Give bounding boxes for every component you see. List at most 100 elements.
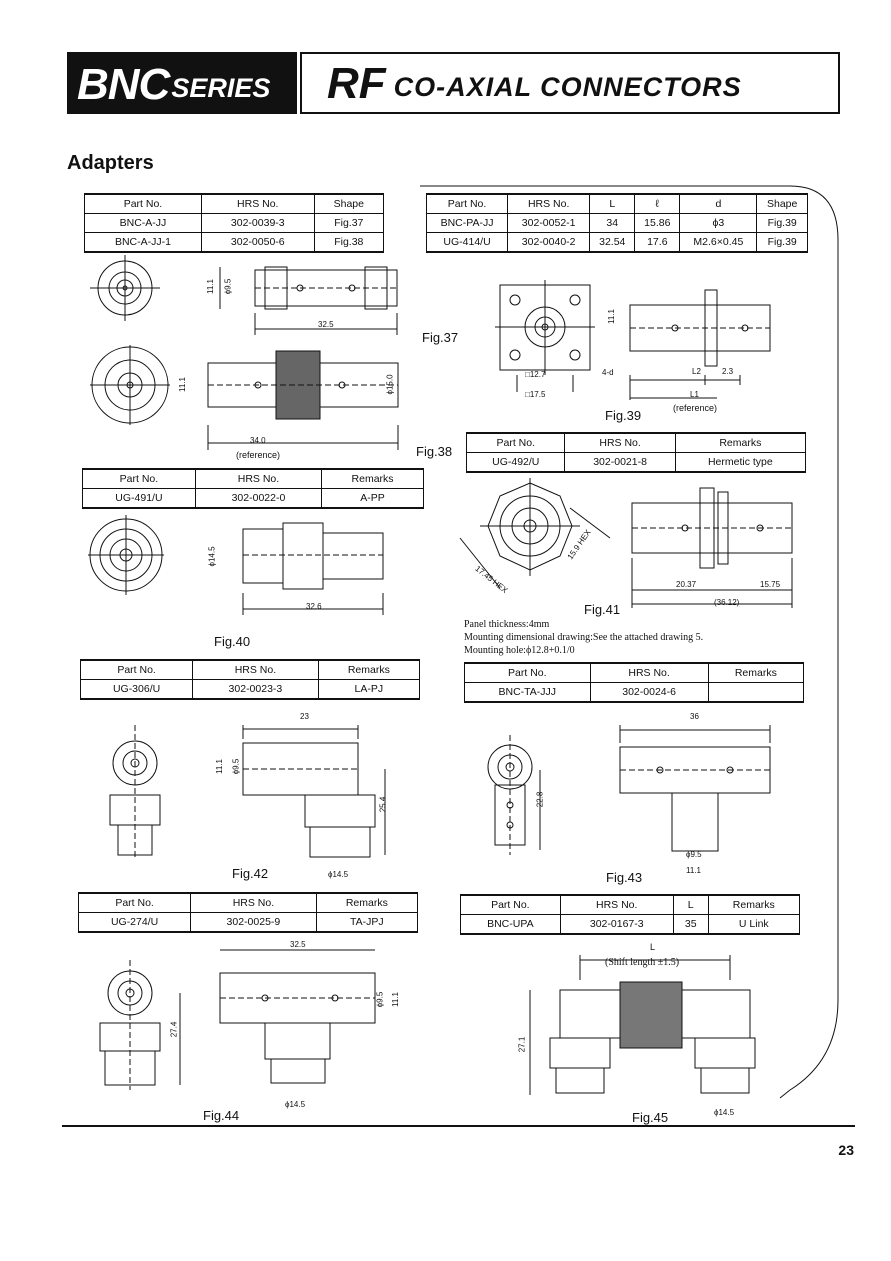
header-cell: L xyxy=(589,193,636,214)
dim-f45-l: L xyxy=(650,942,656,952)
table-cell: TA-JPJ xyxy=(315,912,419,933)
dim-f44-d: ϕ9.5 xyxy=(375,991,385,1008)
dim-f42-v: 25.4 xyxy=(378,796,388,813)
fig45-caption: Fig.45 xyxy=(632,1110,669,1125)
header-cell: HRS No. xyxy=(589,662,709,683)
fig41-drawing xyxy=(459,478,793,608)
table-cell: Fig.39 xyxy=(756,213,808,233)
dim-f42-d: ϕ9.5 xyxy=(231,758,241,775)
dim-f37-h: 11.1 xyxy=(205,279,215,294)
header-cell: ℓ xyxy=(634,193,681,214)
table-cell: UG-492/U xyxy=(465,452,566,473)
dim-f40-l: 32.6 xyxy=(306,602,322,611)
header-cell: Part No. xyxy=(84,193,202,214)
header-cell: HRS No. xyxy=(559,894,674,915)
page-title: RF CO-AXIAL CONNECTORS xyxy=(300,52,840,114)
dim-f41-b: 15.75 xyxy=(760,580,781,589)
dim-f39-t: 2.3 xyxy=(722,367,734,376)
note-hole: Mounting hole:ϕ12.8+0.1/0 xyxy=(464,645,575,656)
dim-f43-w: 36 xyxy=(690,712,699,721)
header-cell: Shape xyxy=(756,193,808,214)
fig37-caption: Fig.37 xyxy=(422,330,459,345)
header-cell: Part No. xyxy=(425,193,509,214)
table-cell: 302-0050-6 xyxy=(200,232,315,253)
dim-f38-h: 11.1 xyxy=(177,377,187,392)
table-cell: UG-414/U xyxy=(425,232,509,253)
fig38-caption: Fig.38 xyxy=(416,444,453,459)
table-cell: UG-274/U xyxy=(77,912,192,933)
header-cell: Remarks xyxy=(315,892,419,913)
dim-f45-shift: (Shift length ±1.5) xyxy=(605,957,680,968)
header-cell: HRS No. xyxy=(200,193,315,214)
fig37-drawing xyxy=(90,255,398,335)
header-cell: HRS No. xyxy=(194,468,323,489)
dim-f37-d: ϕ9.5 xyxy=(223,278,233,295)
dim-f39-sq2: □17.5 xyxy=(525,390,546,399)
table-cell: 302-0039-3 xyxy=(200,213,315,233)
dim-f45-v: 27.1 xyxy=(517,1036,527,1053)
fig45-drawing xyxy=(529,955,756,1095)
header-cell: Remarks xyxy=(317,659,421,680)
header-cell: Remarks xyxy=(321,468,424,489)
table-cell: 302-0024-6 xyxy=(589,682,709,703)
title-text: CO-AXIAL CONNECTORS xyxy=(393,72,742,102)
dim-f43-h: 11.1 xyxy=(686,866,701,875)
header-cell: Part No. xyxy=(79,659,194,680)
header-cell: Shape xyxy=(313,193,385,214)
fig44-caption: Fig.44 xyxy=(203,1108,240,1123)
dim-f38-ref: (reference) xyxy=(236,450,281,460)
fig39-caption: Fig.39 xyxy=(605,408,642,423)
table-cell: BNC-A-JJ-1 xyxy=(84,232,202,253)
dim-f38-l: 34.0 xyxy=(250,436,266,445)
footer-rule xyxy=(62,1125,855,1127)
table-cell: 302-0021-8 xyxy=(564,452,676,473)
dim-f39-sq1: □12.7 xyxy=(525,370,546,379)
table-cell: 302-0022-0 xyxy=(194,488,323,509)
table-cell: BNC-A-JJ xyxy=(84,213,202,233)
header-cell: Remarks xyxy=(707,662,805,683)
header-cell: HRS No. xyxy=(507,193,591,214)
table-cell: Fig.37 xyxy=(313,213,385,233)
dim-f43-d: ϕ9.5 xyxy=(686,850,702,859)
dim-f41-c: (36.12) xyxy=(714,598,740,607)
table-cell: 302-0025-9 xyxy=(190,912,317,933)
table-cell xyxy=(707,682,805,703)
table-cell: Fig.39 xyxy=(756,232,808,253)
table-cell: Fig.38 xyxy=(313,232,385,253)
table-cell: ϕ3 xyxy=(679,213,758,233)
note-mounting: Mounting dimensional drawing:See the att… xyxy=(464,632,704,643)
dim-f42-d2: ϕ14.5 xyxy=(328,870,349,879)
header-cell: Part No. xyxy=(460,894,561,915)
dim-f44-v: 27.4 xyxy=(169,1021,179,1038)
dim-f39-ref: (reference) xyxy=(673,403,718,413)
series-bnc: BNC xyxy=(77,60,170,109)
table-cell: UG-306/U xyxy=(79,679,194,700)
table-cell: LA-PJ xyxy=(317,679,421,700)
header-cell: HRS No. xyxy=(564,432,676,453)
fig38-drawing xyxy=(90,345,399,450)
dim-f42-h: 11.1 xyxy=(214,759,224,774)
dim-f44-d2: ϕ14.5 xyxy=(285,1100,306,1109)
table-cell: A-PP xyxy=(321,488,424,509)
table-cell: 32.54 xyxy=(589,232,636,253)
dim-f45-d: ϕ14.5 xyxy=(714,1108,735,1117)
fig42-caption: Fig.42 xyxy=(232,866,269,881)
table-cell: 35 xyxy=(672,914,709,935)
table-cell: BNC-UPA xyxy=(460,914,561,935)
header-cell: HRS No. xyxy=(190,892,317,913)
table-cell: M2.6×0.45 xyxy=(679,232,758,253)
table-cell: 302-0023-3 xyxy=(192,679,319,700)
table-cell: UG-491/U xyxy=(82,488,196,509)
header-cell: Remarks xyxy=(674,432,807,453)
dim-f44-w: 32.5 xyxy=(290,940,306,949)
dim-f39-l1: L1 xyxy=(690,390,699,399)
table-cell: BNC-PA-JJ xyxy=(425,213,509,233)
dim-f39-holes: 4-d xyxy=(602,368,614,377)
